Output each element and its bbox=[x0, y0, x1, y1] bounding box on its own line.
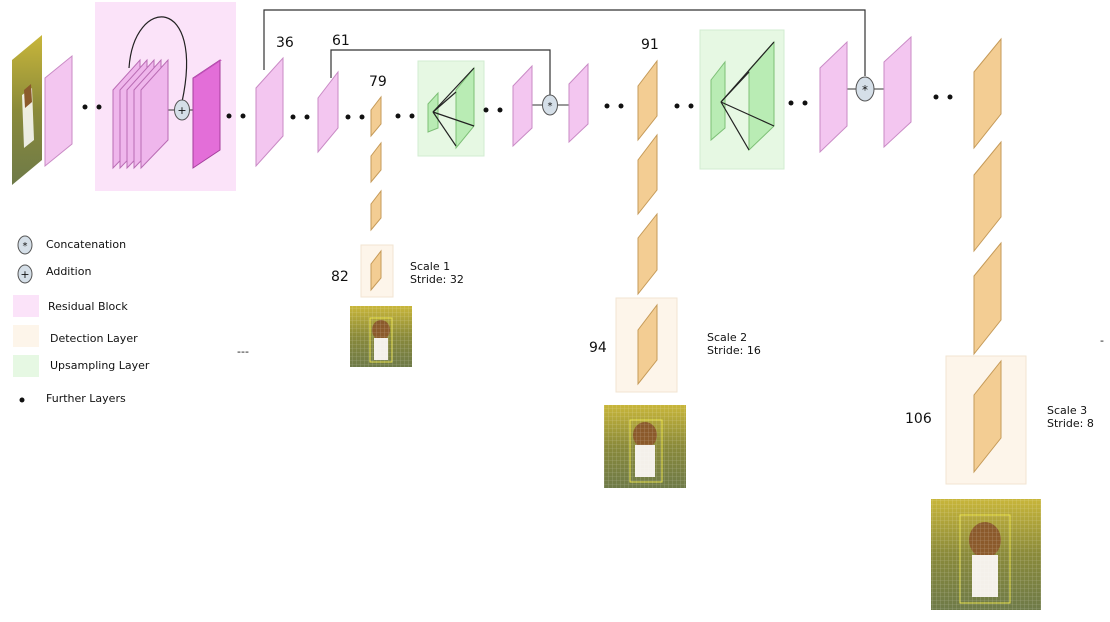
upsampling-layer-2 bbox=[710, 40, 775, 152]
residual-stack bbox=[112, 58, 169, 170]
legend-concatenation: * Concatenation bbox=[17, 235, 126, 255]
detection-branch-1 bbox=[370, 95, 382, 292]
stray-tick: - bbox=[1100, 334, 1104, 347]
residual-arc bbox=[128, 16, 188, 103]
concat-node-1: * bbox=[542, 94, 558, 116]
detection-output-image-2 bbox=[604, 405, 686, 488]
legend-further-layers: Further Layers bbox=[19, 392, 126, 405]
label-layer-79: 79 bbox=[369, 74, 387, 90]
stray-dashes: --- bbox=[237, 345, 249, 358]
scale-2-name: Scale 2 bbox=[707, 331, 747, 344]
layer-concat1-out bbox=[568, 62, 589, 144]
label-layer-61: 61 bbox=[332, 33, 350, 49]
residual-output-layer bbox=[192, 59, 222, 169]
concat-node-2-symbol: * bbox=[862, 83, 868, 97]
skip-connection-36 bbox=[263, 9, 866, 76]
addition-node-symbol: + bbox=[177, 104, 186, 117]
label-layer-94: 94 bbox=[589, 340, 607, 356]
scale-1-stride: Stride: 32 bbox=[410, 273, 464, 286]
skip-connection-61 bbox=[330, 49, 551, 96]
legend-concat-symbol: * bbox=[23, 241, 28, 252]
legend-concatenation-label: Concatenation bbox=[46, 238, 126, 251]
legend-upsampling-label: Upsampling Layer bbox=[50, 359, 150, 372]
scale-1-name: Scale 1 bbox=[410, 260, 450, 273]
legend: * Concatenation + Addition Residual Bloc… bbox=[13, 235, 150, 405]
upsampling-layer-1 bbox=[427, 66, 475, 150]
further-layers-dots bbox=[82, 94, 953, 120]
input-image bbox=[12, 35, 42, 185]
detection-branch-2 bbox=[637, 59, 658, 386]
legend-detection-label: Detection Layer bbox=[50, 332, 138, 345]
scale-2-stride: Stride: 16 bbox=[707, 344, 761, 357]
legend-further-label: Further Layers bbox=[46, 392, 126, 405]
label-layer-36: 36 bbox=[276, 35, 294, 51]
scale-3-stride: Stride: 8 bbox=[1047, 417, 1094, 430]
scale-3-name: Scale 3 bbox=[1047, 404, 1087, 417]
concat-node-2: * bbox=[855, 76, 875, 102]
concat-node-1-symbol: * bbox=[548, 101, 553, 112]
legend-residual-block: Residual Block bbox=[13, 295, 128, 317]
legend-residual-label: Residual Block bbox=[48, 300, 128, 313]
label-layer-106: 106 bbox=[905, 411, 932, 427]
layer-after-up1 bbox=[512, 64, 533, 148]
legend-addition-symbol: + bbox=[20, 268, 29, 281]
addition-node: + bbox=[174, 99, 190, 121]
legend-detection-layer: Detection Layer bbox=[13, 325, 138, 347]
layer-36 bbox=[255, 56, 284, 168]
detection-output-image-1 bbox=[350, 306, 412, 367]
detection-branch-3 bbox=[973, 37, 1002, 474]
label-layer-82: 82 bbox=[331, 269, 349, 285]
legend-addition: + Addition bbox=[17, 264, 91, 284]
detection-output-image-3 bbox=[931, 499, 1041, 610]
legend-upsampling-layer: Upsampling Layer bbox=[13, 355, 150, 377]
legend-addition-label: Addition bbox=[46, 265, 91, 278]
label-layer-91: 91 bbox=[641, 37, 659, 53]
layer-concat2-out bbox=[883, 35, 912, 149]
layer-after-up2 bbox=[819, 40, 848, 154]
layer-1 bbox=[44, 54, 73, 168]
layer-61 bbox=[317, 70, 339, 154]
